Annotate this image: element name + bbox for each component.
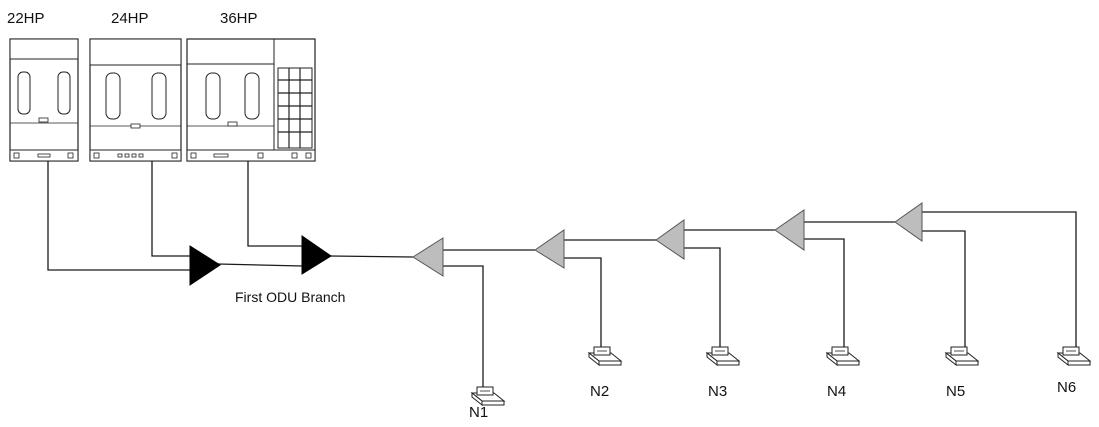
odu-piping <box>47 161 414 271</box>
idu-label-n4: N4 <box>827 383 847 400</box>
idu-label-n2: N2 <box>590 383 610 400</box>
indoor-unit-n3 <box>706 346 740 366</box>
first-odu-branch-label: First ODU Branch <box>235 290 346 305</box>
odu-label-24hp: 24HP <box>111 10 149 27</box>
odu-label-22hp: 22HP <box>7 10 45 27</box>
odu-branch-joint-1 <box>189 245 221 286</box>
idu-label-n5: N5 <box>946 383 966 400</box>
idu-label-n6: N6 <box>1057 379 1077 396</box>
indoor-unit-n4 <box>826 346 860 366</box>
idu-piping <box>443 211 1077 393</box>
branch-label-clip: First ODU Branch <box>235 290 371 310</box>
idu-label-n3: N3 <box>708 383 728 400</box>
indoor-unit-n5 <box>945 346 979 366</box>
idu-branch-joint-4 <box>774 209 805 251</box>
indoor-unit-n1 <box>471 386 505 406</box>
idu-branch-joint-5 <box>894 202 923 242</box>
odu-label-36hp: 36HP <box>220 10 258 27</box>
idu-branch-joint-2 <box>534 229 565 269</box>
odu-22hp <box>9 38 79 162</box>
indoor-unit-n6 <box>1057 346 1091 366</box>
idu-branch-joint-3 <box>655 219 685 260</box>
idu-branch-joint-1 <box>412 237 444 277</box>
idu-label-n1: N1 <box>469 404 489 421</box>
odu-24hp <box>89 38 182 162</box>
indoor-unit-n2 <box>588 346 622 366</box>
odu-branch-joint-2 <box>301 235 332 275</box>
odu-36hp <box>186 38 316 162</box>
